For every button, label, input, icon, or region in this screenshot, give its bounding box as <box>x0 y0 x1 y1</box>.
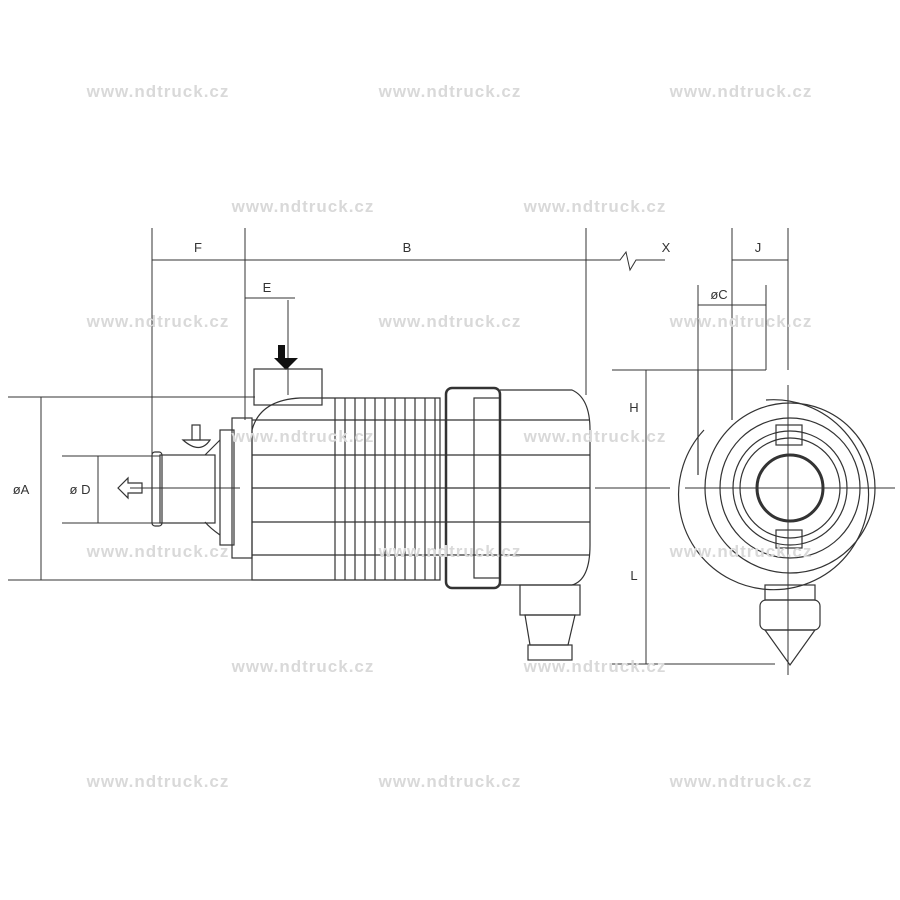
dimension-labels: F B X E J øC øA ø D H L <box>13 240 762 583</box>
watermark-text: www.ndtruck.cz <box>523 657 667 676</box>
watermark-text: www.ndtruck.cz <box>378 312 522 331</box>
dim-label-d: ø D <box>70 482 91 497</box>
dim-label-b: B <box>403 240 412 255</box>
watermark-text: www.ndtruck.cz <box>378 772 522 791</box>
dim-label-x: X <box>662 240 671 255</box>
watermark-text: www.ndtruck.cz <box>231 657 375 676</box>
inlet-arrow-icon <box>278 345 285 360</box>
dim-label-f: F <box>194 240 202 255</box>
watermark-text: www.ndtruck.cz <box>669 82 813 101</box>
dimension-lines <box>8 228 895 675</box>
dim-label-e: E <box>263 280 272 295</box>
dim-label-c: øC <box>710 287 727 302</box>
watermark-text: www.ndtruck.cz <box>523 197 667 216</box>
outlet-arrow-icon <box>117 476 143 500</box>
watermark-text: www.ndtruck.cz <box>86 82 230 101</box>
watermark-text: www.ndtruck.cz <box>231 197 375 216</box>
watermark-text: www.ndtruck.cz <box>378 82 522 101</box>
watermark-text: www.ndtruck.cz <box>86 312 230 331</box>
watermark-text: www.ndtruck.cz <box>378 542 522 561</box>
side-view <box>117 345 591 661</box>
watermark-text: www.ndtruck.cz <box>86 772 230 791</box>
watermark-text: www.ndtruck.cz <box>231 427 375 446</box>
watermark-text: www.ndtruck.cz <box>669 772 813 791</box>
watermark-text: www.ndtruck.cz <box>669 542 813 561</box>
dim-label-j: J <box>755 240 762 255</box>
watermark-text: www.ndtruck.cz <box>86 542 230 561</box>
dim-label-l: L <box>630 568 637 583</box>
dim-label-h: H <box>629 400 638 415</box>
watermark-text: www.ndtruck.cz <box>523 427 667 446</box>
ribs <box>334 398 436 580</box>
dim-label-a: øA <box>13 482 30 497</box>
watermark-text: www.ndtruck.cz <box>669 312 813 331</box>
end-view <box>677 370 876 667</box>
